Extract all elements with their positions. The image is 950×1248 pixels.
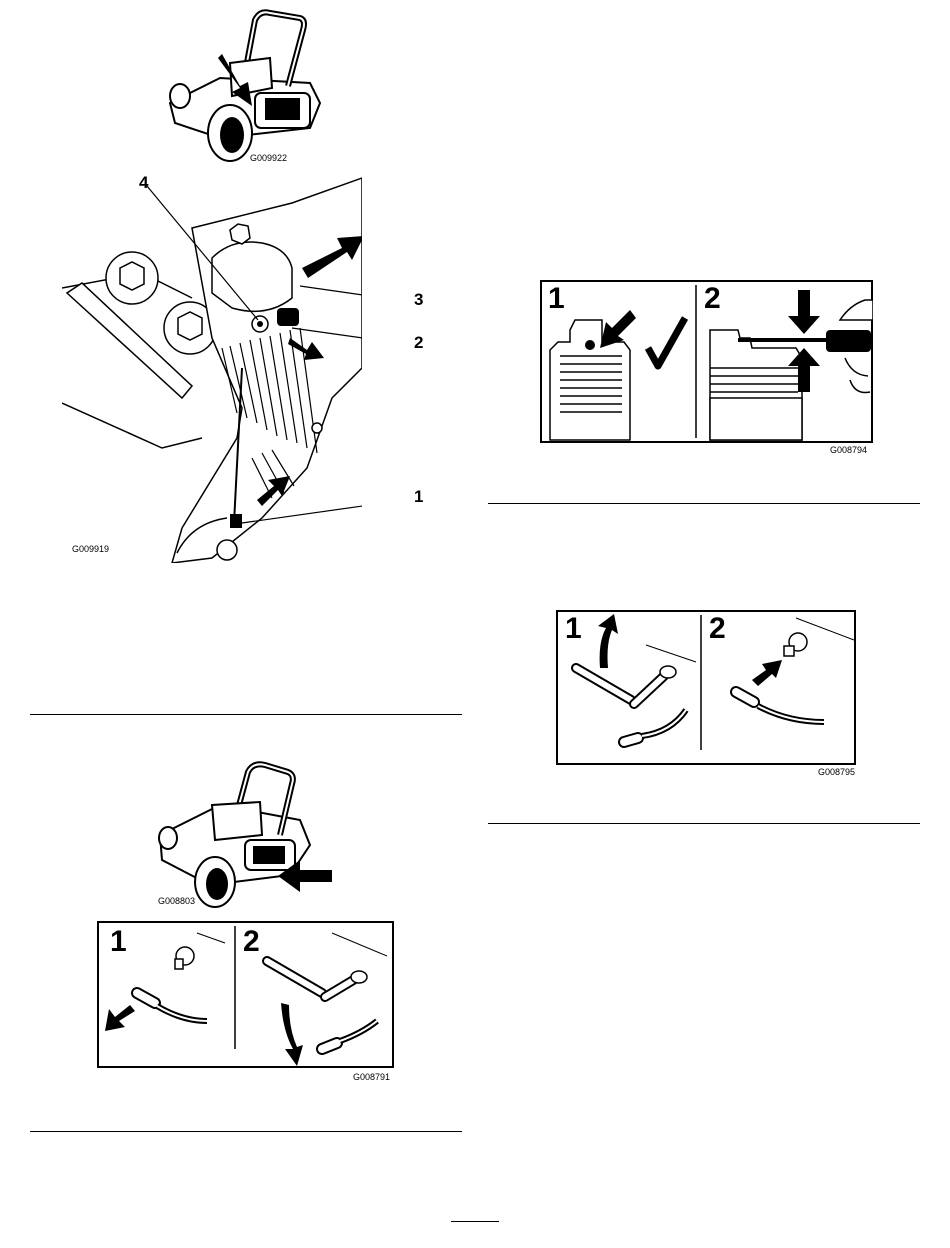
section-divider (488, 503, 920, 504)
install-plug-panels: 1 2 (556, 610, 856, 765)
panel-number: 2 (709, 612, 726, 646)
mower-bottom-illustration (150, 760, 335, 910)
panel-number: 2 (704, 282, 721, 316)
figure-code: G008791 (353, 1072, 390, 1082)
engine-detail-illustration (62, 168, 362, 563)
figure-code: G008794 (830, 445, 867, 455)
section-divider (30, 1131, 462, 1132)
callout-2: 2 (414, 333, 423, 353)
section-divider (30, 714, 462, 715)
callout-4: 4 (139, 173, 148, 193)
callout-1: 1 (414, 487, 423, 507)
figure-code: G008795 (818, 767, 855, 777)
figure-code: G009922 (250, 153, 287, 163)
panel-number: 2 (243, 925, 260, 959)
panel-number: 1 (548, 282, 565, 316)
figure-code: G009919 (72, 544, 109, 554)
remove-plug-panels: 1 2 (97, 921, 394, 1068)
panel-number: 1 (110, 925, 127, 959)
mower-top-illustration (160, 8, 330, 163)
figure-code: G008803 (158, 896, 195, 906)
section-divider (488, 823, 920, 824)
panel-number: 1 (565, 612, 582, 646)
footer-rule (451, 1221, 499, 1222)
callout-3: 3 (414, 290, 423, 310)
spark-gap-panels: 1 2 (540, 280, 873, 443)
